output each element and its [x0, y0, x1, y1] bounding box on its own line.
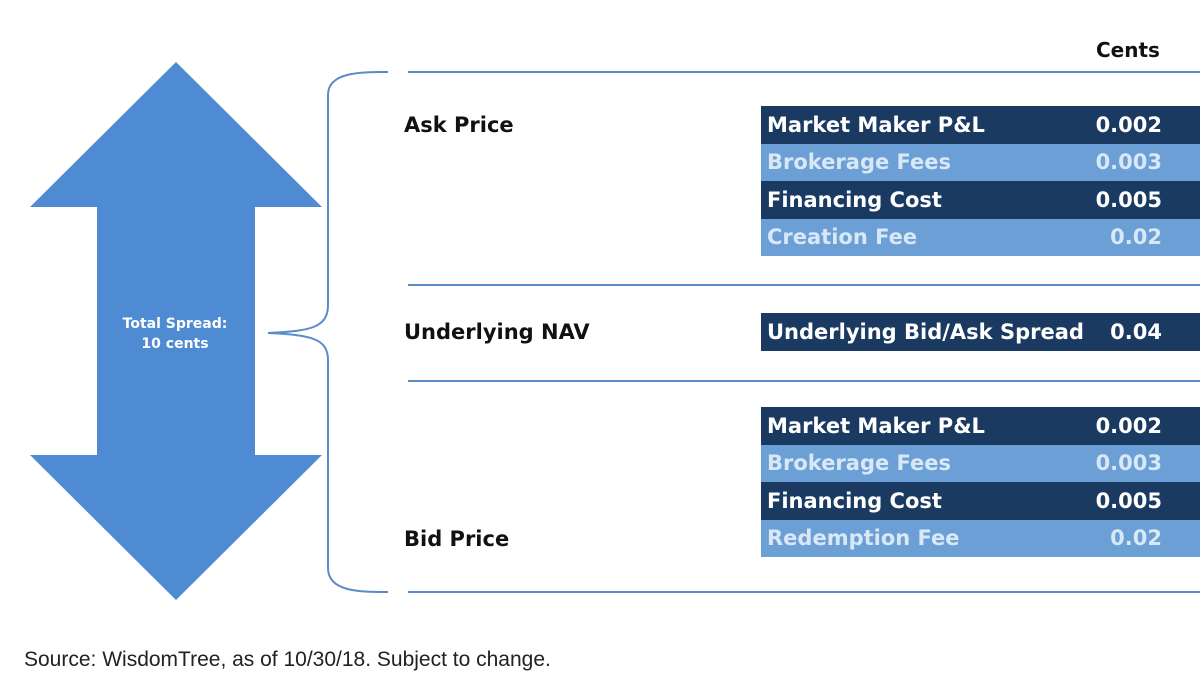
row-label: Underlying Bid/Ask Spread	[767, 319, 1084, 344]
table-row: Creation Fee 0.02	[761, 218, 1200, 256]
table-row: Market Maker P&L 0.002	[761, 407, 1200, 445]
total-spread-label: Total Spread: 10 cents	[92, 314, 258, 354]
ask-price-label: Ask Price	[404, 113, 514, 137]
total-spread-line2: 10 cents	[141, 336, 209, 352]
row-value: 0.002	[1095, 413, 1162, 438]
row-value: 0.02	[1110, 526, 1162, 551]
row-value: 0.003	[1095, 150, 1162, 175]
bid-price-label: Bid Price	[404, 527, 510, 551]
total-spread-line1: Total Spread:	[122, 316, 228, 332]
row-label: Financing Cost	[767, 187, 942, 212]
table-row: Underlying Bid/Ask Spread 0.04	[761, 313, 1200, 351]
row-value: 0.003	[1095, 451, 1162, 476]
table-row: Financing Cost 0.005	[761, 482, 1200, 520]
row-label: Creation Fee	[767, 225, 918, 250]
underlying-nav-label: Underlying NAV	[404, 320, 590, 344]
row-label: Redemption Fee	[767, 526, 960, 551]
bid-cost-table: Market Maker P&L 0.002 Brokerage Fees 0.…	[761, 407, 1200, 557]
table-row: Brokerage Fees 0.003	[761, 143, 1200, 181]
row-label: Market Maker P&L	[767, 112, 985, 137]
row-label: Market Maker P&L	[767, 413, 985, 438]
table-row: Market Maker P&L 0.002	[761, 106, 1200, 144]
row-value: 0.005	[1095, 187, 1162, 212]
table-row: Redemption Fee 0.02	[761, 519, 1200, 557]
source-note: Source: WisdomTree, as of 10/30/18. Subj…	[24, 648, 551, 671]
nav-cost-table: Underlying Bid/Ask Spread 0.04	[761, 313, 1200, 351]
row-value: 0.02	[1110, 225, 1162, 250]
table-row: Brokerage Fees 0.003	[761, 444, 1200, 482]
row-value: 0.005	[1095, 488, 1162, 513]
row-label: Brokerage Fees	[767, 150, 952, 175]
cents-column-header: Cents	[1096, 38, 1160, 62]
ask-cost-table: Market Maker P&L 0.002 Brokerage Fees 0.…	[761, 106, 1200, 256]
row-value: 0.002	[1095, 112, 1162, 137]
row-value: 0.04	[1110, 319, 1162, 344]
table-row: Financing Cost 0.005	[761, 181, 1200, 219]
double-arrow-icon	[30, 62, 322, 600]
row-label: Financing Cost	[767, 488, 942, 513]
row-label: Brokerage Fees	[767, 451, 952, 476]
curly-brace	[267, 71, 389, 593]
